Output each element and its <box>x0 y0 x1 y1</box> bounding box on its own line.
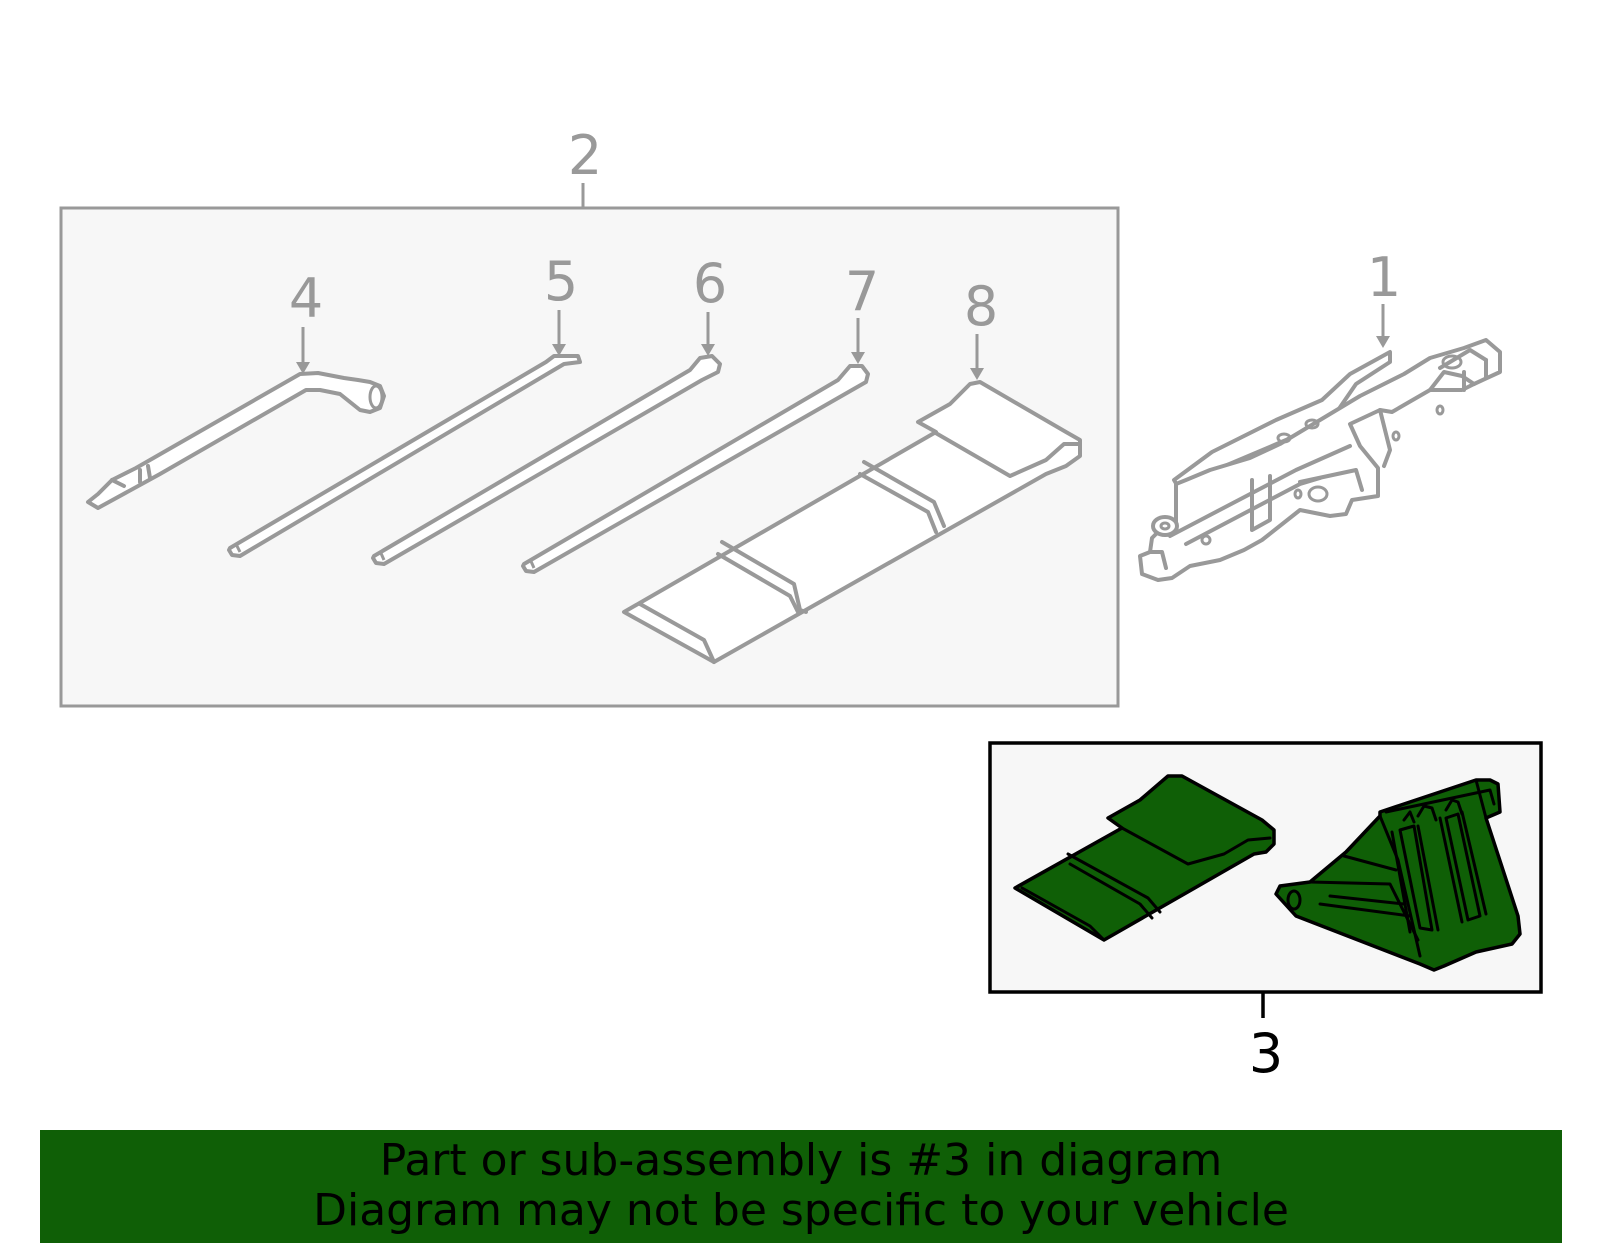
callout-3[interactable]: 3 <box>1249 1022 1283 1085</box>
scissor-jack-1: 1 <box>1138 246 1502 582</box>
lug-wrench-part: 4 <box>86 267 386 510</box>
callout-8[interactable]: 8 <box>964 275 998 338</box>
tool-pouch-8: 8 <box>622 275 1082 664</box>
notice-banner: Part or sub-assembly is #3 in diagram Di… <box>40 1130 1562 1243</box>
extension-bar-7: 7 <box>521 260 879 574</box>
callout-7[interactable]: 7 <box>845 260 879 323</box>
callout-1[interactable]: 1 <box>1367 246 1401 309</box>
pouch-green <box>1013 774 1276 942</box>
callout-5[interactable]: 5 <box>544 250 578 313</box>
extension-bar-5: 5 <box>227 250 582 558</box>
banner-line-2: Diagram may not be specific to your vehi… <box>313 1185 1289 1236</box>
notice-banner-bg <box>40 1130 1562 1243</box>
wheel-chock-assembly-3[interactable]: 3 <box>988 741 1543 1085</box>
callout-2[interactable]: 2 <box>568 124 602 187</box>
banner-line-1: Part or sub-assembly is #3 in diagram <box>379 1135 1223 1186</box>
callout-4[interactable]: 4 <box>289 267 323 330</box>
wheel-chock-green <box>1274 778 1522 972</box>
callout-6[interactable]: 6 <box>693 252 727 315</box>
extension-bar-6: 6 <box>371 252 727 566</box>
